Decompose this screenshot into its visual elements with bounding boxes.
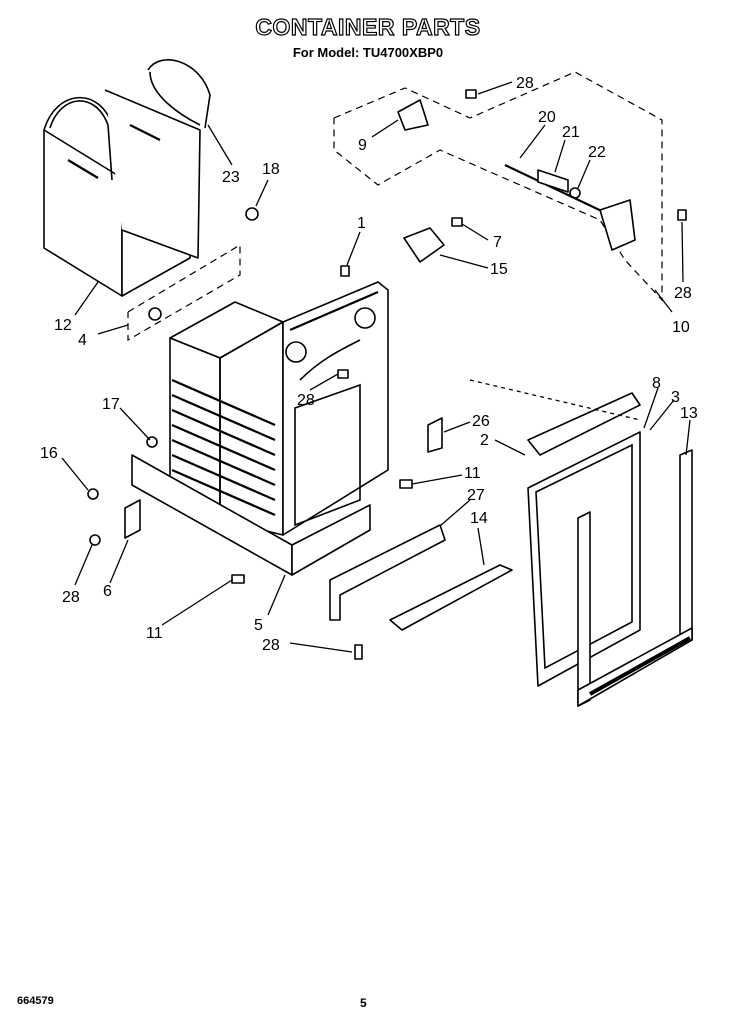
- page-number: 5: [360, 996, 367, 1010]
- part-2-top-rail: [527, 392, 641, 456]
- callout-23: 23: [222, 169, 240, 186]
- part-7-screw: [451, 217, 463, 227]
- leader-lines: [61, 81, 691, 653]
- callout-11: 11: [464, 465, 481, 482]
- part-28-screw-a: [465, 89, 477, 99]
- callout-1: 1: [357, 215, 366, 232]
- part-6-bracket: [124, 499, 141, 539]
- callout-14: 14: [470, 510, 488, 527]
- callout-28: 28: [674, 285, 692, 302]
- callout-8: 8: [652, 375, 661, 392]
- callout-11: 11: [146, 625, 163, 642]
- latch-assembly-outline: [333, 71, 663, 302]
- part-28-screw-d: [337, 369, 349, 379]
- model-subtitle: For Model: TU4700XBP0: [292, 45, 444, 60]
- part-4-plug: [148, 307, 162, 321]
- callout-5: 5: [254, 617, 263, 634]
- callout-6: 6: [103, 583, 112, 600]
- part-1-screw: [340, 265, 350, 277]
- callout-28: 28: [297, 392, 315, 409]
- main-cabinet-frame: [131, 281, 389, 576]
- document-number: 664579: [17, 995, 54, 1007]
- page-title: CONTAINER PARTS: [255, 13, 481, 40]
- part-11-stud-a: [399, 479, 413, 489]
- callout-17: 17: [102, 396, 120, 413]
- part-27-lower-bracket: [329, 524, 446, 621]
- part-20-actuator-rod: [504, 164, 611, 216]
- callout-3: 3: [671, 389, 680, 406]
- callout-13: 13: [680, 405, 698, 422]
- part-13-door-frame: [577, 449, 693, 707]
- part-18-plug: [245, 207, 259, 221]
- callout-20: 20: [538, 109, 556, 126]
- callout-22: 22: [588, 144, 606, 161]
- callout-4: 4: [78, 332, 87, 349]
- callout-21: 21: [562, 124, 580, 141]
- callout-26: 26: [472, 413, 490, 430]
- callout-9: 9: [358, 137, 367, 154]
- callout-16: 16: [40, 445, 58, 462]
- part-26-bracket: [427, 417, 443, 453]
- part-16-screw: [87, 488, 99, 500]
- part-2-guide-line: [469, 379, 641, 421]
- callout-7: 7: [493, 234, 502, 251]
- hinge-group-outline: [127, 243, 241, 342]
- part-28-screw-c: [89, 534, 101, 546]
- part-28-screw-b: [677, 209, 687, 221]
- part-14-kick-plate: [389, 564, 513, 631]
- callout-15: 15: [490, 261, 508, 278]
- part-21-spring: [537, 169, 569, 193]
- callout-10: 10: [672, 319, 690, 336]
- callout-2: 2: [480, 432, 489, 449]
- callout-28: 28: [62, 589, 80, 606]
- part-15-latch-bracket: [403, 227, 445, 263]
- part-10-latch-plate: [599, 199, 636, 251]
- part-23-back-panel: [104, 59, 211, 259]
- part-9-latch-catch: [397, 99, 429, 131]
- callout-18: 18: [262, 161, 280, 178]
- callout-27: 27: [467, 487, 485, 504]
- part-11-stud-b: [231, 574, 245, 584]
- part-28-screw-e: [354, 644, 363, 660]
- part-22-washer: [569, 187, 581, 199]
- callout-labels: 28 9 20 21 22 23 18 1 7 15 28 10 12 4 28…: [40, 75, 698, 654]
- callout-12: 12: [54, 317, 72, 334]
- callout-28: 28: [516, 75, 534, 92]
- callout-28: 28: [262, 637, 280, 654]
